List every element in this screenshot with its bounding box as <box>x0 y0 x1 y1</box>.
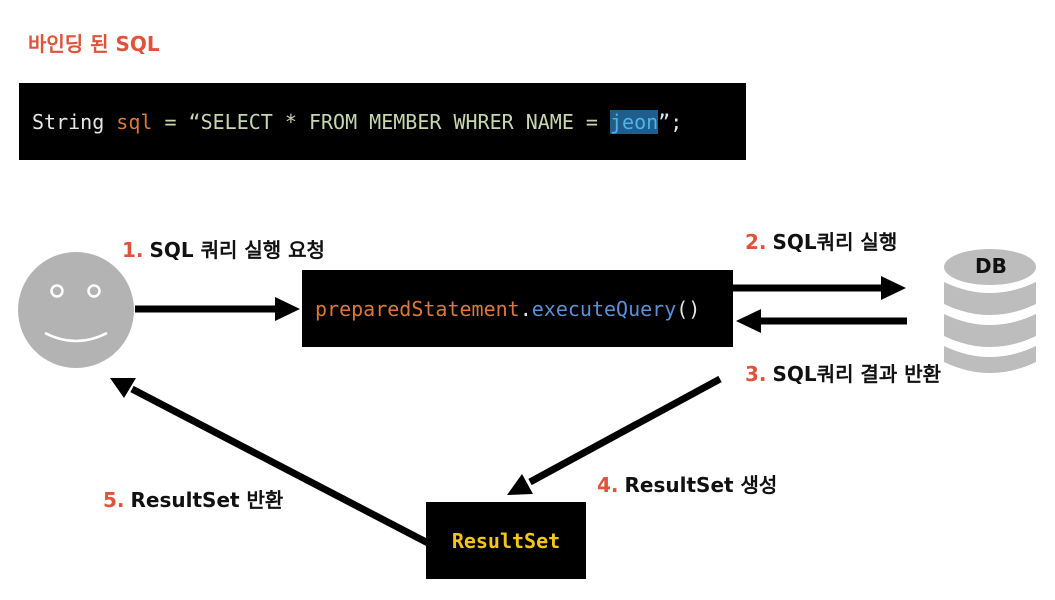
step-3-label: 3.SQL쿼리 결과 반환 <box>745 358 941 387</box>
arrow-request <box>135 297 300 321</box>
call-object: preparedStatement <box>315 296 520 321</box>
call-method: executeQuery <box>531 296 677 321</box>
step-1-number: 1. <box>122 238 144 262</box>
execute-query-call-box: preparedStatement.executeQuery() <box>302 270 733 347</box>
step-4-label: 4.ResultSet 생성 <box>597 469 777 498</box>
smiley-user-icon <box>18 252 134 368</box>
step-2-text: SQL쿼리 실행 <box>772 230 898 254</box>
db-label: DB <box>975 254 1007 278</box>
step-5-number: 5. <box>103 488 125 512</box>
call-parens: () <box>676 296 701 321</box>
sql-code-block: String sql = “SELECT * FROM MEMBER WHRER… <box>19 83 746 160</box>
code-sql-text: = “SELECT * FROM MEMBER WHRER NAME = <box>152 109 610 134</box>
step-3-number: 3. <box>745 362 767 386</box>
code-sql-end: ”; <box>658 109 683 134</box>
step-2-label: 2.SQL쿼리 실행 <box>745 226 897 255</box>
step-5-text: ResultSet 반환 <box>130 488 284 512</box>
code-keyword-string: String <box>32 109 117 134</box>
arrow-return-resultset <box>110 378 430 547</box>
step-4-text: ResultSet 생성 <box>624 473 778 497</box>
code-bound-parameter: jeon <box>609 109 659 134</box>
step-3-text: SQL쿼리 결과 반환 <box>772 362 941 386</box>
diagram-title: 바인딩 된 SQL <box>28 32 160 56</box>
code-variable: sql <box>116 109 153 134</box>
arrow-create-resultset <box>507 375 722 495</box>
step-1-text: SQL 쿼리 실행 요청 <box>149 238 325 262</box>
step-1-label: 1.SQL 쿼리 실행 요청 <box>122 234 325 263</box>
database-icon <box>944 249 1036 373</box>
arrow-result-return <box>736 309 907 333</box>
call-dot: . <box>519 296 532 321</box>
step-4-number: 4. <box>597 473 619 497</box>
step-5-label: 5.ResultSet 반환 <box>103 484 283 513</box>
arrow-execute <box>733 276 906 300</box>
step-2-number: 2. <box>745 230 767 254</box>
resultset-box: ResultSet <box>426 502 586 579</box>
resultset-label: ResultSet <box>451 528 561 553</box>
